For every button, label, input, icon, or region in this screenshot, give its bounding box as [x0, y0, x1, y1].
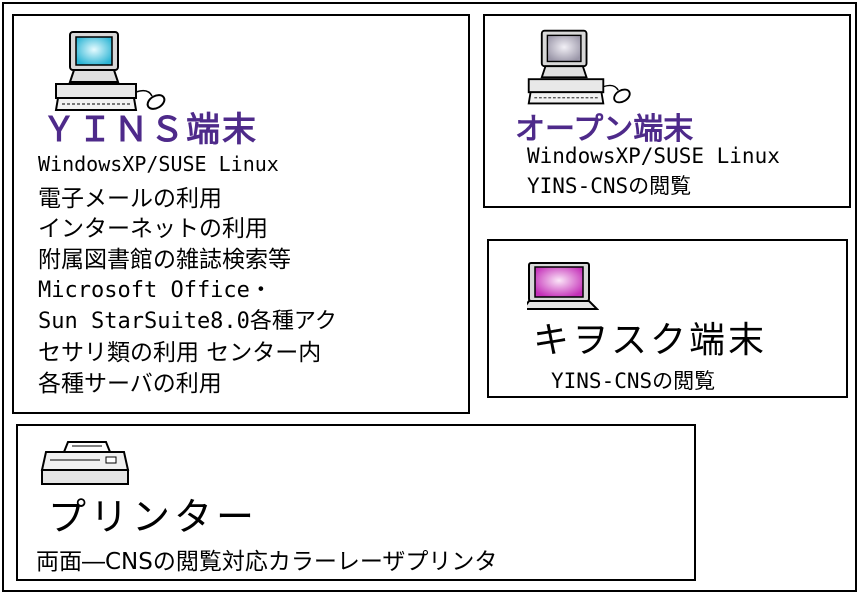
- yins-line-os: WindowsXP/SUSE Linux: [38, 152, 279, 176]
- monitor-icon: [527, 262, 599, 310]
- open-line-cns: YINS-CNSの閲覧: [527, 174, 692, 198]
- yins-line-office: Microsoft Office・: [38, 278, 272, 303]
- desktop-computer-icon: [54, 31, 166, 111]
- yins-line-email: 電子メールの利用: [38, 186, 222, 212]
- desktop-computer-icon: [527, 29, 631, 105]
- kiosk-line-cns: YINS-CNSの閲覧: [551, 369, 716, 393]
- diagram-frame: [2, 2, 857, 592]
- kiosk-terminal-box: キヲスク端末 YINS-CNSの閲覧: [487, 239, 848, 398]
- yins-title: ＹＩＮＳ端末: [42, 110, 258, 150]
- open-title: オープン端末: [515, 112, 694, 147]
- yins-terminal-box: ＹＩＮＳ端末 WindowsXP/SUSE Linux 電子メールの利用 インタ…: [12, 14, 470, 414]
- yins-line-accessories: セサリ類の利用 センター内: [38, 340, 322, 366]
- kiosk-title: キヲスク端末: [533, 320, 768, 361]
- open-line-os: WindowsXP/SUSE Linux: [527, 144, 780, 168]
- open-terminal-box: オープン端末 WindowsXP/SUSE Linux YINS-CNSの閲覧: [483, 14, 851, 208]
- printer-icon: [40, 441, 130, 485]
- printer-box: プリンター 両面―CNSの閲覧対応カラーレーザプリンタ: [16, 424, 696, 581]
- yins-line-library: 附属図書館の雑誌検索等: [38, 247, 291, 273]
- yins-line-internet: インターネットの利用: [38, 216, 268, 242]
- printer-description: 両面―CNSの閲覧対応カラーレーザプリンタ: [36, 549, 498, 575]
- printer-title: プリンター: [48, 495, 259, 539]
- yins-line-starsuite: Sun StarSuite8.0各種アク: [38, 309, 337, 334]
- yins-line-servers: 各種サーバの利用: [38, 371, 222, 397]
